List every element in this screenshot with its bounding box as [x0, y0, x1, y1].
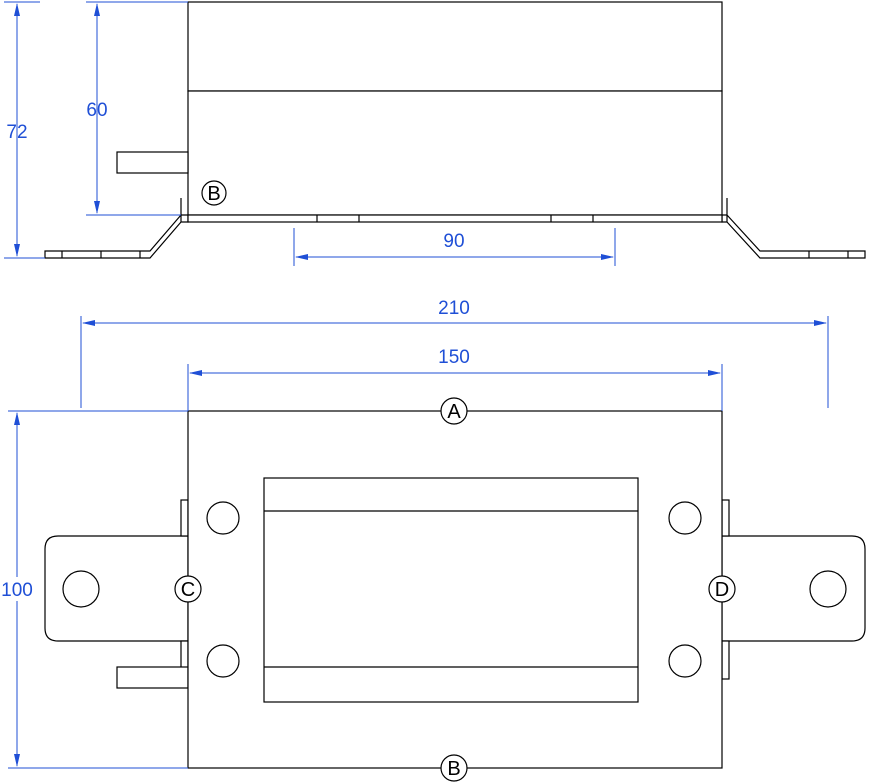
top-tab-right: [721, 535, 866, 642]
top-label-d: D: [715, 579, 729, 601]
side-label-b: B: [207, 183, 220, 205]
dim-height-total: 72: [6, 122, 27, 143]
top-tab-left: [44, 535, 189, 642]
side-view: B: [44, 1, 866, 259]
top-label-a: A: [447, 401, 461, 423]
dim-height-body: 60: [86, 100, 107, 121]
hole-bottom-left: [206, 644, 240, 678]
side-terminal: [116, 151, 189, 174]
side-base-plate: [187, 214, 723, 223]
hole-top-left: [206, 501, 240, 535]
top-tab-right-hole: [809, 570, 847, 608]
top-label-c: C: [181, 579, 195, 601]
dim-hole-spacing: 90: [443, 231, 464, 252]
dim-overall-length: 210: [438, 298, 470, 319]
top-tab-left-hole: [62, 570, 100, 608]
dim-body-width: 100: [1, 580, 33, 601]
top-view: A B C D: [44, 397, 866, 782]
side-bracket-left: [44, 198, 189, 259]
hole-top-right: [668, 501, 702, 535]
top-terminal: [116, 666, 189, 689]
hole-bottom-right: [668, 644, 702, 678]
top-body: [187, 410, 723, 769]
top-inner-frame: [263, 477, 639, 703]
side-bracket-right: [721, 198, 866, 259]
dim-body-length: 150: [438, 347, 470, 368]
side-label-b-circle: [201, 180, 227, 206]
side-upper-body: [187, 1, 723, 92]
side-lower-body: [187, 90, 723, 216]
top-label-b: B: [447, 758, 460, 780]
side-dimensions: 72 60 90: [4, 1, 616, 266]
top-dimensions: 210 150 100: [0, 298, 829, 769]
